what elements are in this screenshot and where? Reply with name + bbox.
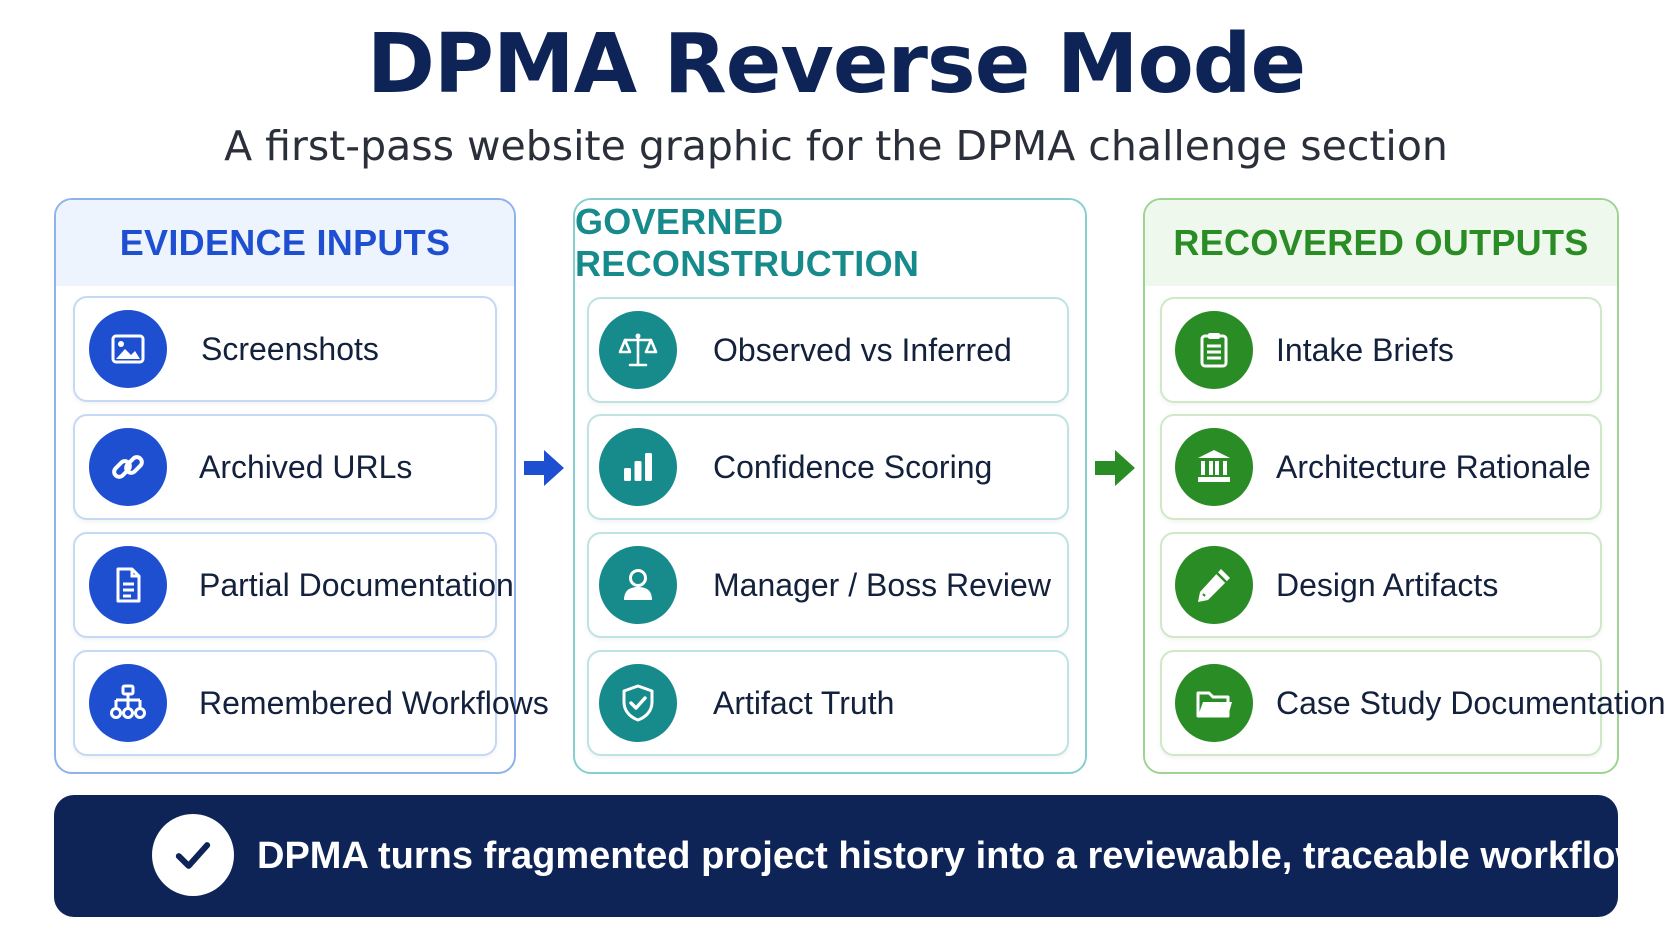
arrow-right-icon xyxy=(1095,450,1135,486)
card-case-study-documentation: Case Study Documentation xyxy=(1160,650,1666,756)
card-remembered-workflows: Remembered Workflows xyxy=(73,650,549,756)
shield-check-icon xyxy=(599,664,677,742)
scale-icon xyxy=(599,311,677,389)
checkmark-icon xyxy=(152,814,234,896)
card-label: Manager / Boss Review xyxy=(713,566,1051,603)
card-partial-documentation: Partial Documentation xyxy=(73,532,514,638)
card-label: Architecture Rationale xyxy=(1276,448,1591,485)
card-artifact-truth: Artifact Truth xyxy=(587,650,1069,756)
institution-icon xyxy=(1175,428,1253,506)
hierarchy-icon xyxy=(89,664,167,742)
arrow-right-icon xyxy=(524,450,564,486)
governed-reconstruction-heading: GOVERNED RECONSTRUCTION xyxy=(575,200,1085,286)
card-design-artifacts: Design Artifacts xyxy=(1160,532,1602,638)
evidence-inputs-heading: EVIDENCE INPUTS xyxy=(56,200,514,286)
summary-text: DPMA turns fragmented project history in… xyxy=(257,835,1655,877)
card-label: Intake Briefs xyxy=(1276,331,1454,368)
card-label: Remembered Workflows xyxy=(199,684,549,721)
page-subtitle: A first-pass website graphic for the DPM… xyxy=(224,122,1448,170)
link-icon xyxy=(89,428,167,506)
card-intake-briefs: Intake Briefs xyxy=(1160,297,1602,403)
card-manager-boss-review: Manager / Boss Review xyxy=(587,532,1069,638)
card-confidence-scoring: Confidence Scoring xyxy=(587,414,1069,520)
document-icon xyxy=(89,546,167,624)
recovered-outputs-heading: RECOVERED OUTPUTS xyxy=(1145,200,1617,286)
image-icon xyxy=(89,310,167,388)
card-screenshots: Screenshots xyxy=(73,296,497,402)
card-observed-vs-inferred: Observed vs Inferred xyxy=(587,297,1069,403)
card-label: Screenshots xyxy=(201,330,379,367)
bar-chart-icon xyxy=(599,428,677,506)
card-label: Case Study Documentation xyxy=(1276,684,1666,721)
page-title: DPMA Reverse Mode xyxy=(366,17,1306,112)
summary-banner: DPMA turns fragmented project history in… xyxy=(54,795,1654,917)
card-label: Design Artifacts xyxy=(1276,566,1499,603)
card-label: Artifact Truth xyxy=(713,684,895,721)
card-architecture-rationale: Architecture Rationale xyxy=(1160,414,1602,520)
person-icon xyxy=(599,546,677,624)
card-label: Confidence Scoring xyxy=(713,448,993,485)
folder-icon xyxy=(1175,664,1253,742)
card-archived-urls: Archived URLs xyxy=(73,414,497,520)
pencil-icon xyxy=(1175,546,1253,624)
clipboard-icon xyxy=(1175,311,1253,389)
card-label: Observed vs Inferred xyxy=(713,331,1012,368)
card-label: Archived URLs xyxy=(199,448,413,485)
card-label: Partial Documentation xyxy=(199,566,514,603)
